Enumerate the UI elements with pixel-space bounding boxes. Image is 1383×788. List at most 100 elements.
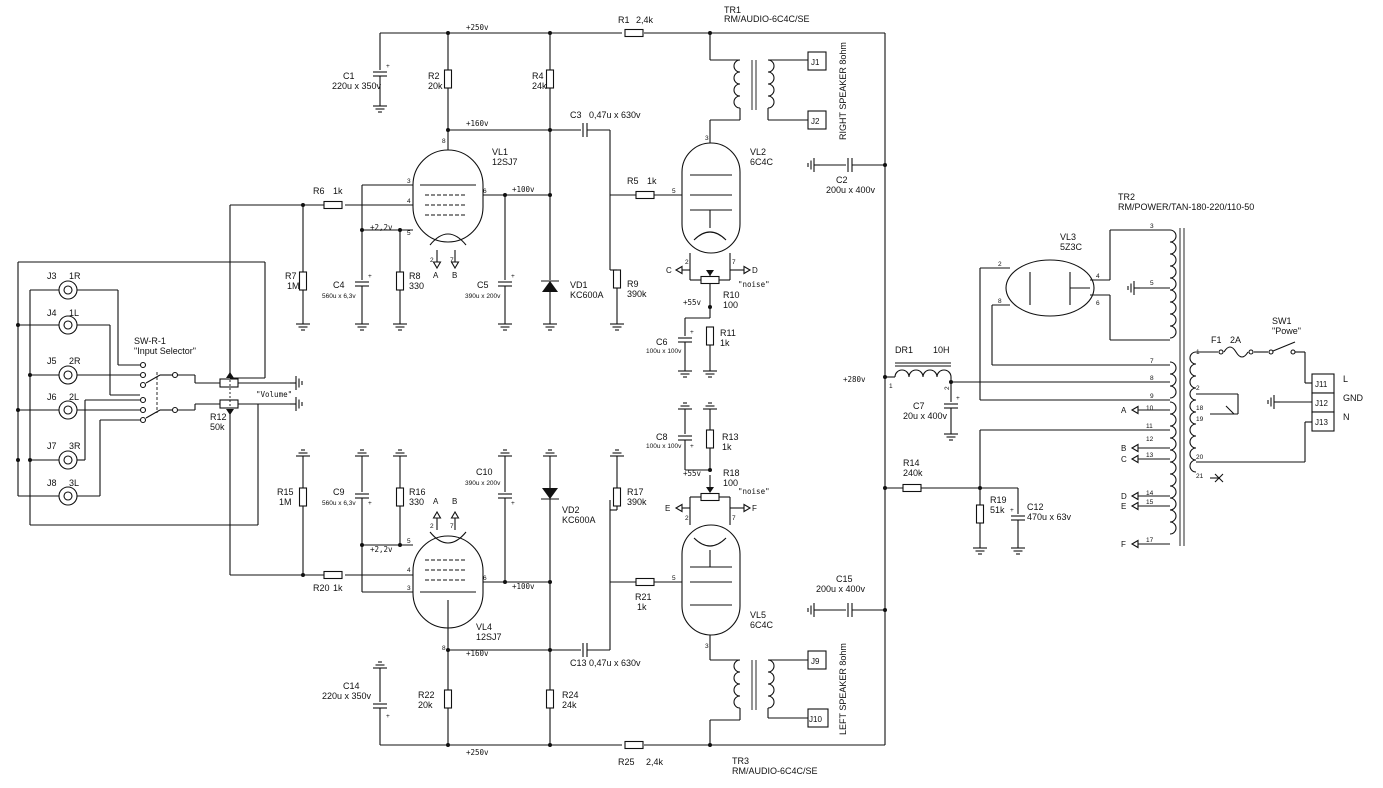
r11-ref: R11 xyxy=(720,328,736,338)
vl2-tube xyxy=(681,142,741,254)
vd2-ref: VD2 xyxy=(562,505,580,515)
r7-ref: R7 xyxy=(285,271,297,281)
rail-250v-top: +250v xyxy=(466,23,489,32)
svg-text:7: 7 xyxy=(1150,358,1154,365)
svg-text:7: 7 xyxy=(450,257,454,264)
r4-ref: R4 xyxy=(532,71,544,81)
c9-value: 560u x 6,3v xyxy=(322,500,356,507)
dr1-value: 10H xyxy=(933,345,950,355)
r1-resistor xyxy=(624,28,644,38)
r20-ref: R20 xyxy=(313,583,330,593)
node-f-bottom: F xyxy=(752,504,757,513)
node-a-top: A xyxy=(433,271,439,280)
svg-text:15: 15 xyxy=(1146,499,1154,506)
svg-text:13: 13 xyxy=(1146,452,1154,459)
svg-text:J4: J4 xyxy=(47,308,57,318)
left-speaker-label: LEFT SPEAKER 8ohm xyxy=(838,643,848,735)
vl5-ref: VL5 xyxy=(750,610,766,620)
svg-text:3: 3 xyxy=(1150,223,1154,230)
swr1-ref: SW-R-1 xyxy=(134,336,166,346)
r25-value: 2,4k xyxy=(646,757,664,767)
svg-text:9: 9 xyxy=(1150,393,1154,400)
c7-value: 20u x 400v xyxy=(903,411,948,421)
c15-value: 200u x 400v xyxy=(816,584,866,594)
tr2-node-d: D xyxy=(1121,492,1127,501)
node-2v2-top: +2,2v xyxy=(370,223,393,232)
node-b-bottom: B xyxy=(452,497,457,506)
noise-label-bottom: "noise" xyxy=(738,487,770,496)
r4-value: 24k xyxy=(532,81,547,91)
c9-ref: C9 xyxy=(333,487,345,497)
svg-text:+: + xyxy=(511,500,515,507)
svg-text:2: 2 xyxy=(944,386,951,390)
tr2-value: RM/POWER/TAN-180-220/110-50 xyxy=(1118,202,1254,212)
right-channel: +250v R1 2,4k + C1 220u x 350v R2 20k 8 … xyxy=(229,5,887,378)
sw-r1-switch xyxy=(139,361,179,424)
r5-ref: R5 xyxy=(627,176,639,186)
rail-250v-bottom: +250v xyxy=(466,748,489,757)
r12-ref: R12 xyxy=(210,412,227,422)
c6-ref: C6 xyxy=(656,337,668,347)
svg-text:8: 8 xyxy=(442,138,446,145)
vl3-rectifier-tube xyxy=(1005,259,1095,317)
c1-ref: C1 xyxy=(343,71,355,81)
dr1-choke xyxy=(894,362,952,378)
c12-value: 470u x 63v xyxy=(1027,512,1072,522)
svg-text:2L: 2L xyxy=(69,392,79,402)
tr1-value: RM/AUDIO-6C4C/SE xyxy=(724,14,810,24)
jack-j7: J7 3R xyxy=(30,399,140,470)
tr2-ref: TR2 xyxy=(1118,192,1135,202)
right-speaker-label: RIGHT SPEAKER 8ohm xyxy=(838,42,848,140)
node-a-bottom: A xyxy=(433,497,439,506)
c2-ref: C2 xyxy=(836,175,848,185)
node-b-top: B xyxy=(452,271,457,280)
svg-text:8: 8 xyxy=(1150,375,1154,382)
r10-value: 100 xyxy=(723,300,738,310)
r24-value: 24k xyxy=(562,700,577,710)
rail-280v: +280v xyxy=(843,375,866,384)
svg-text:J7: J7 xyxy=(47,441,57,451)
rail-160v-bottom: +160v xyxy=(466,649,489,658)
jack-j5: J5 2R xyxy=(30,356,140,385)
jack-j6: J6 2L xyxy=(18,392,140,420)
svg-text:7: 7 xyxy=(450,523,454,530)
r18-value: 100 xyxy=(723,478,738,488)
r10-ref: R10 xyxy=(723,290,740,300)
c6-value: 100u x 100v xyxy=(646,348,682,355)
svg-text:J13: J13 xyxy=(1315,418,1328,427)
c13-value: 0,47u x 630v xyxy=(589,658,641,668)
svg-text:3L: 3L xyxy=(69,478,79,488)
tr2-node-a: A xyxy=(1121,406,1127,415)
vd1-diode xyxy=(541,280,559,331)
c12-ref: C12 xyxy=(1027,502,1044,512)
vl4-value: 12SJ7 xyxy=(476,632,502,642)
svg-text:J1: J1 xyxy=(811,58,820,67)
svg-text:4: 4 xyxy=(407,567,411,574)
svg-text:7: 7 xyxy=(732,515,736,522)
c4-ref: C4 xyxy=(333,280,345,290)
r7-value: 1M xyxy=(287,281,300,291)
c1-value: 220u x 350v xyxy=(332,81,382,91)
sw1-ref: SW1 xyxy=(1272,316,1292,326)
svg-text:10: 10 xyxy=(1146,405,1154,412)
c14-value: 220u x 350v xyxy=(322,691,372,701)
svg-text:14: 14 xyxy=(1146,490,1154,497)
r17-value: 390k xyxy=(627,497,647,507)
svg-text:4: 4 xyxy=(407,198,411,205)
svg-text:3: 3 xyxy=(705,643,709,650)
r20-value: 1k xyxy=(333,583,343,593)
r13-ref: R13 xyxy=(722,432,739,442)
svg-text:+: + xyxy=(368,273,372,280)
c10-ref: C10 xyxy=(476,467,493,477)
r8-ref: R8 xyxy=(409,271,421,281)
svg-text:8: 8 xyxy=(442,645,446,652)
r12-volume-pot xyxy=(219,372,290,575)
svg-text:7: 7 xyxy=(732,259,736,266)
svg-text:2: 2 xyxy=(998,261,1002,268)
svg-text:19: 19 xyxy=(1196,416,1204,423)
svg-text:J5: J5 xyxy=(47,356,57,366)
r15-ref: R15 xyxy=(277,487,294,497)
svg-text:3: 3 xyxy=(705,135,709,142)
rail-160v-top: +160v xyxy=(466,119,489,128)
c1-capacitor xyxy=(372,71,388,77)
